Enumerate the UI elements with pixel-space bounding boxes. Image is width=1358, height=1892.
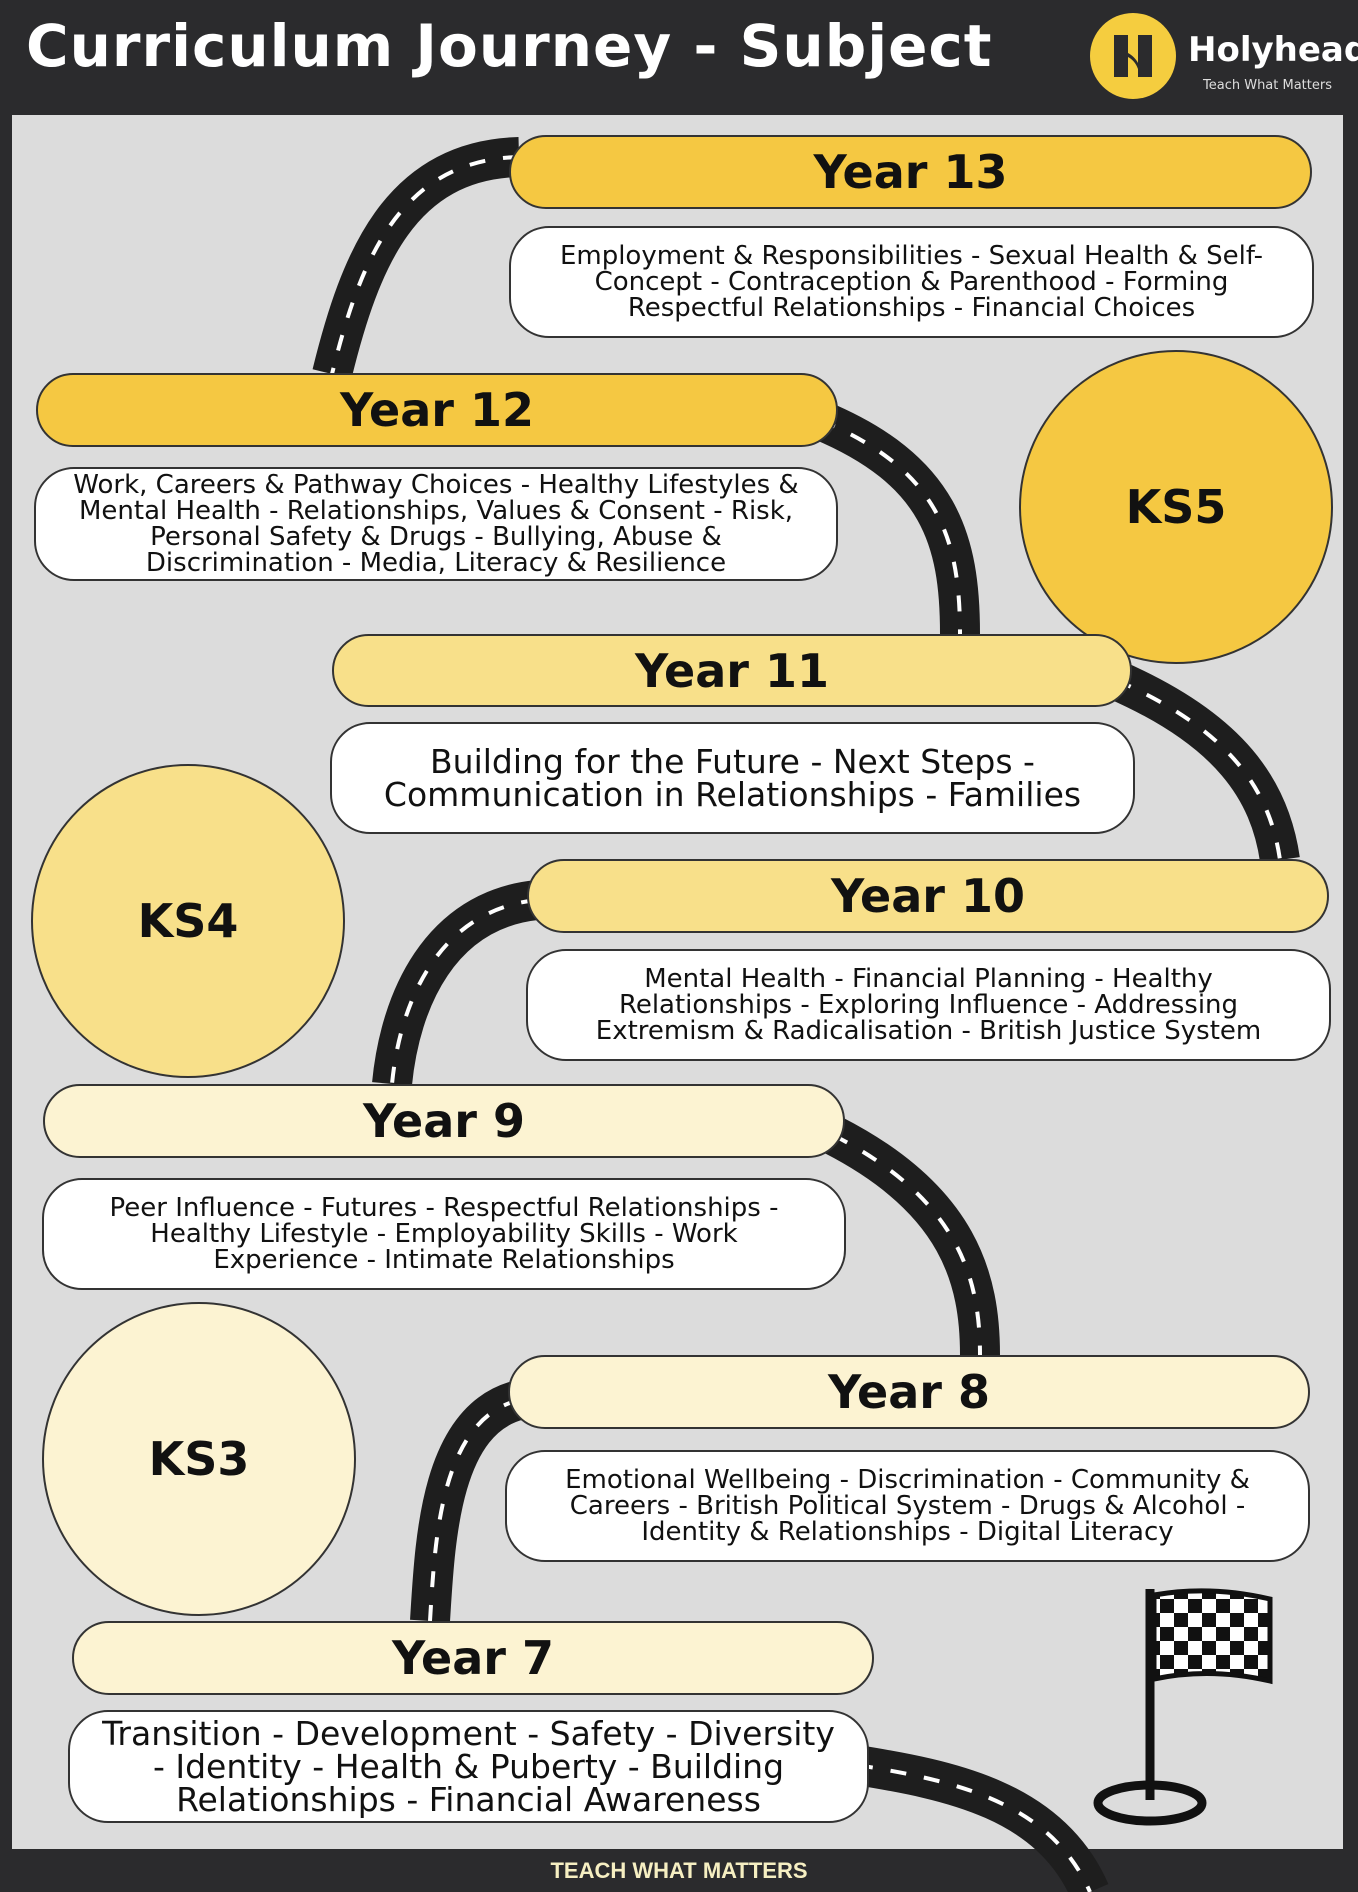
year-11-topics: Building for the Future - Next Steps - C… <box>330 722 1135 834</box>
logo-tagline: Teach What Matters <box>1203 78 1332 93</box>
logo-name: Holyhead <box>1188 30 1358 70</box>
year-13-bar: Year 13 <box>509 135 1312 209</box>
header: Curriculum Journey - Subject Holyhead Te… <box>0 0 1358 115</box>
ks4-badge: KS4 <box>31 764 345 1078</box>
year-12-topics: Work, Careers & Pathway Choices - Health… <box>34 467 838 581</box>
year-9-topics: Peer Influence - Futures - Respectful Re… <box>42 1178 846 1290</box>
holyhead-logo-icon <box>1090 13 1176 99</box>
year-11-bar: Year 11 <box>332 634 1132 707</box>
page-title: Curriculum Journey - Subject <box>26 12 993 80</box>
year-10-topics: Mental Health - Financial Planning - Hea… <box>526 949 1331 1061</box>
year-9-bar: Year 9 <box>43 1084 845 1158</box>
year-12-bar: Year 12 <box>36 373 838 447</box>
year-8-bar: Year 8 <box>508 1355 1310 1429</box>
ks5-badge: KS5 <box>1019 350 1333 664</box>
year-10-bar: Year 10 <box>527 859 1329 933</box>
footer-tagline: TEACH WHAT MATTERS <box>550 1857 808 1883</box>
checkered-flag-icon <box>1093 1588 1273 1826</box>
year-7-topics: Transition - Development - Safety - Dive… <box>68 1710 869 1823</box>
ks3-badge: KS3 <box>42 1302 356 1616</box>
year-13-topics: Employment & Responsibilities - Sexual H… <box>509 226 1314 338</box>
year-8-topics: Emotional Wellbeing - Discrimination - C… <box>505 1450 1310 1562</box>
year-7-bar: Year 7 <box>72 1621 874 1695</box>
